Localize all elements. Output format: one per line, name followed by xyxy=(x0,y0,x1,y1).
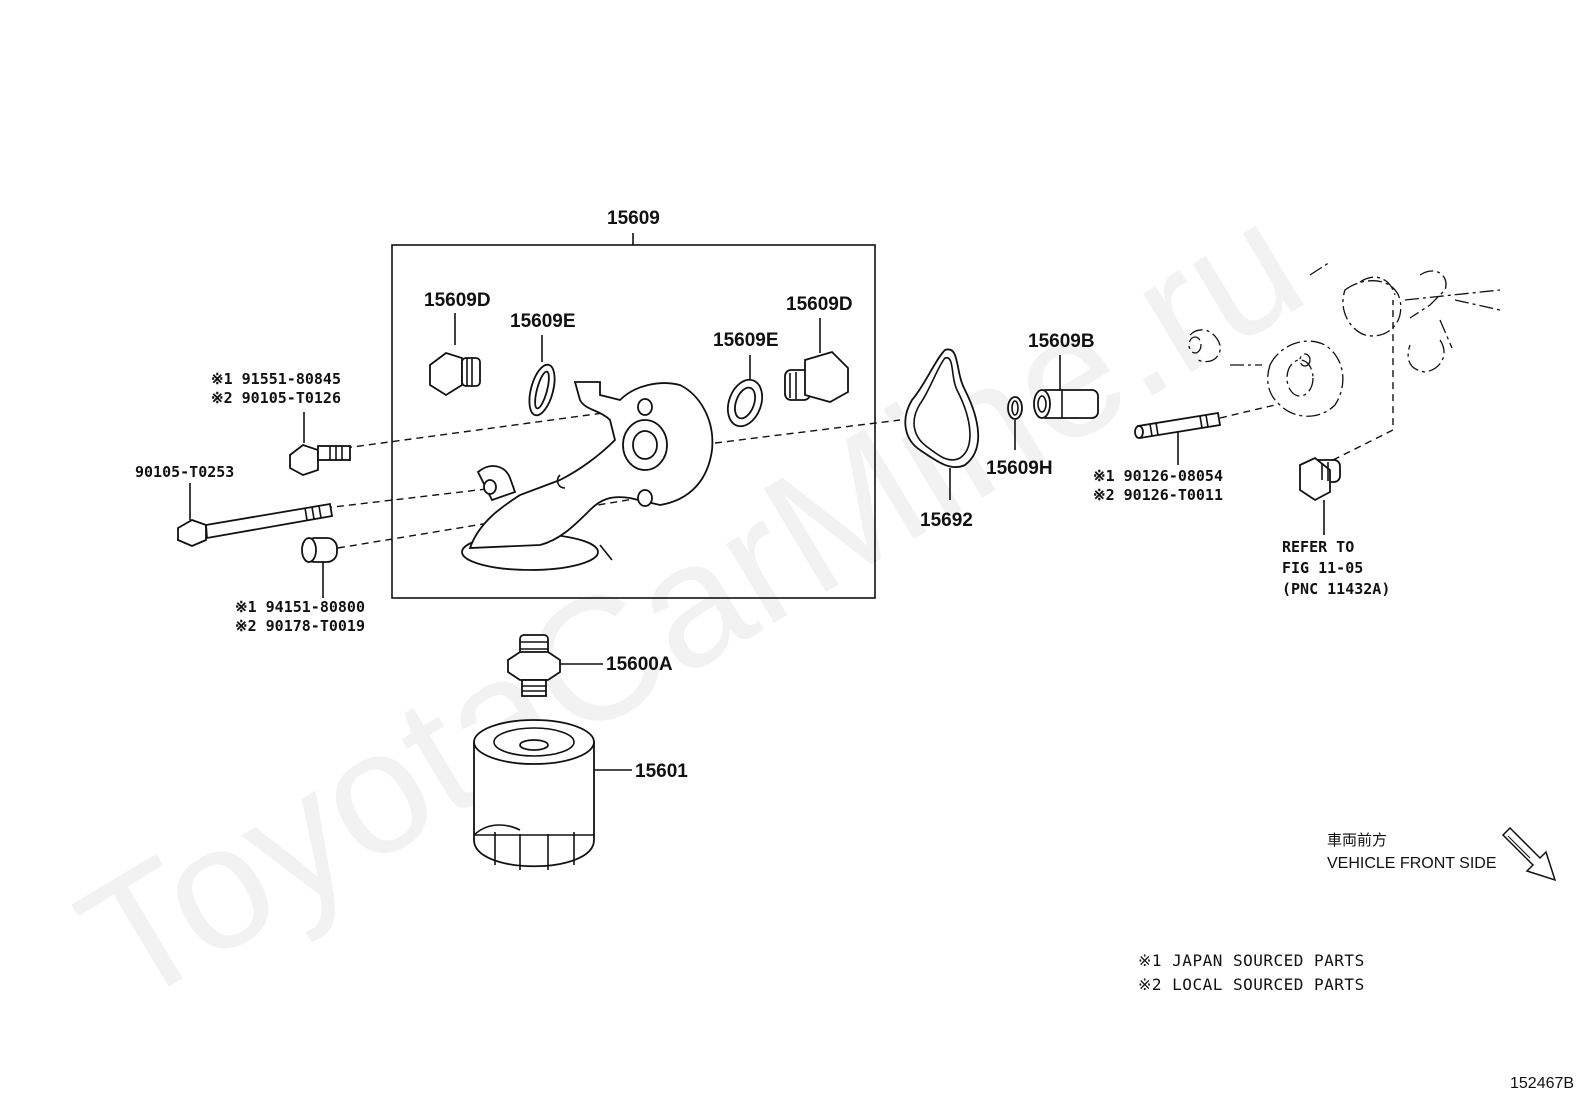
bolt-top-icon xyxy=(289,412,351,476)
plug-left-icon xyxy=(429,313,481,397)
figure-id: 152467B xyxy=(1510,1075,1574,1092)
drain-plug-icon xyxy=(1299,456,1341,535)
svg-text:FIG 11-05: FIG 11-05 xyxy=(1282,559,1363,577)
plug-right-icon xyxy=(784,318,849,403)
label-housing-gasket: 15692 xyxy=(920,510,973,531)
svg-text:※1 94151-80800: ※1 94151-80800 xyxy=(235,598,365,616)
front-arrow-icon xyxy=(1501,826,1557,882)
group-bracket xyxy=(391,233,876,599)
gasket-left-icon xyxy=(528,335,556,417)
label-union: 15609B xyxy=(1028,331,1095,352)
label-stud: ※1 90126-08054 ※2 90126-T0011 xyxy=(1093,467,1223,504)
oil-filter-bracket xyxy=(461,381,714,571)
label-collar: ※1 94151-80800 ※2 90178-T0019 xyxy=(235,598,365,635)
label-plug-left: 15609D xyxy=(424,290,491,311)
long-bolt-icon xyxy=(177,483,334,547)
label-gasket-left: 15609E xyxy=(510,311,576,332)
svg-text:※2 90105-T0126: ※2 90105-T0126 xyxy=(211,389,341,407)
group-label: 15609 xyxy=(607,208,660,229)
label-refer: REFER TO FIG 11-05 (PNC 11432A) xyxy=(1282,538,1390,598)
svg-text:(PNC 11432A): (PNC 11432A) xyxy=(1282,580,1390,598)
label-gasket-right: 15609E xyxy=(713,330,779,351)
label-oil-filter: 15601 xyxy=(635,761,688,782)
label-bolt-top: ※1 91551-80845 ※2 90105-T0126 xyxy=(211,370,341,407)
legend-item-2: ※2 LOCAL SOURCED PARTS xyxy=(1138,975,1365,994)
gasket-right-icon xyxy=(726,355,764,428)
collar-icon xyxy=(301,537,338,598)
oil-filter-icon xyxy=(473,719,632,870)
label-filter-union: 15600A xyxy=(606,654,673,675)
stud-icon xyxy=(1134,411,1222,465)
svg-text:※1 91551-80845: ※1 91551-80845 xyxy=(211,370,341,388)
svg-text:REFER TO: REFER TO xyxy=(1282,538,1354,556)
svg-text:※2 90126-T0011: ※2 90126-T0011 xyxy=(1093,486,1223,504)
filter-union-icon xyxy=(507,634,603,697)
legend-item-1: ※1 JAPAN SOURCED PARTS xyxy=(1138,951,1365,970)
direction-jp: 車両前方 xyxy=(1327,831,1387,849)
direction-en: VEHICLE FRONT SIDE xyxy=(1327,855,1497,872)
legend: ※1 JAPAN SOURCED PARTS ※2 LOCAL SOURCED … xyxy=(1138,951,1365,994)
engine-block-reference xyxy=(1188,261,1501,417)
svg-text:※1 90126-08054: ※1 90126-08054 xyxy=(1093,467,1223,485)
label-oring: 15609H xyxy=(986,458,1053,479)
label-long-bolt: 90105-T0253 xyxy=(135,463,234,481)
housing-gasket-icon xyxy=(904,348,980,500)
union-icon xyxy=(1033,355,1099,419)
oring-icon xyxy=(1007,396,1023,450)
label-plug-right: 15609D xyxy=(786,294,853,315)
svg-text:※2 90178-T0019: ※2 90178-T0019 xyxy=(235,617,365,635)
